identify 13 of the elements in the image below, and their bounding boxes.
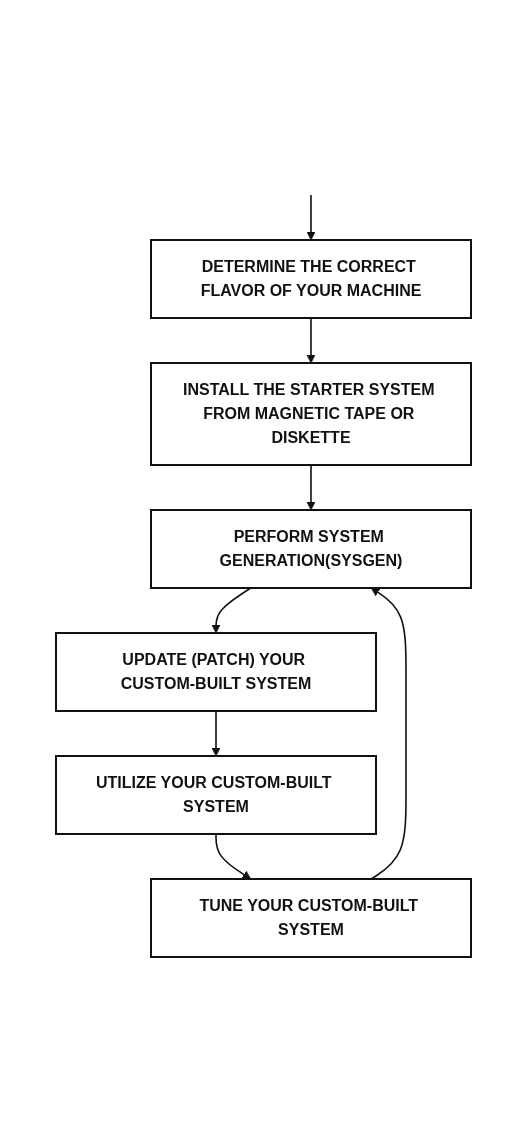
arrow xyxy=(211,586,252,633)
arrow xyxy=(306,193,315,240)
arrow xyxy=(306,463,315,510)
arrow xyxy=(214,832,251,879)
node-box: UTILIZE YOUR CUSTOM-BUILT SYSTEM xyxy=(54,754,377,835)
arrow xyxy=(306,316,315,363)
node-box: DETERMINE THE CORRECT FLAVOR OF YOUR MACHINE xyxy=(149,238,472,319)
arrow xyxy=(211,709,220,756)
node-box: INSTALL THE STARTER SYSTEM FROM MAGNETIC TAPE OR DISKETTE xyxy=(149,361,472,466)
arrow xyxy=(369,587,407,880)
node-box: TUNE YOUR CUSTOM-BUILT SYSTEM xyxy=(149,877,472,958)
node-box: UPDATE (PATCH) YOUR CUSTOM-BUILT SYSTEM xyxy=(54,631,377,712)
node-box: PERFORM SYSTEM GENERATION(SYSGEN) xyxy=(149,508,472,589)
